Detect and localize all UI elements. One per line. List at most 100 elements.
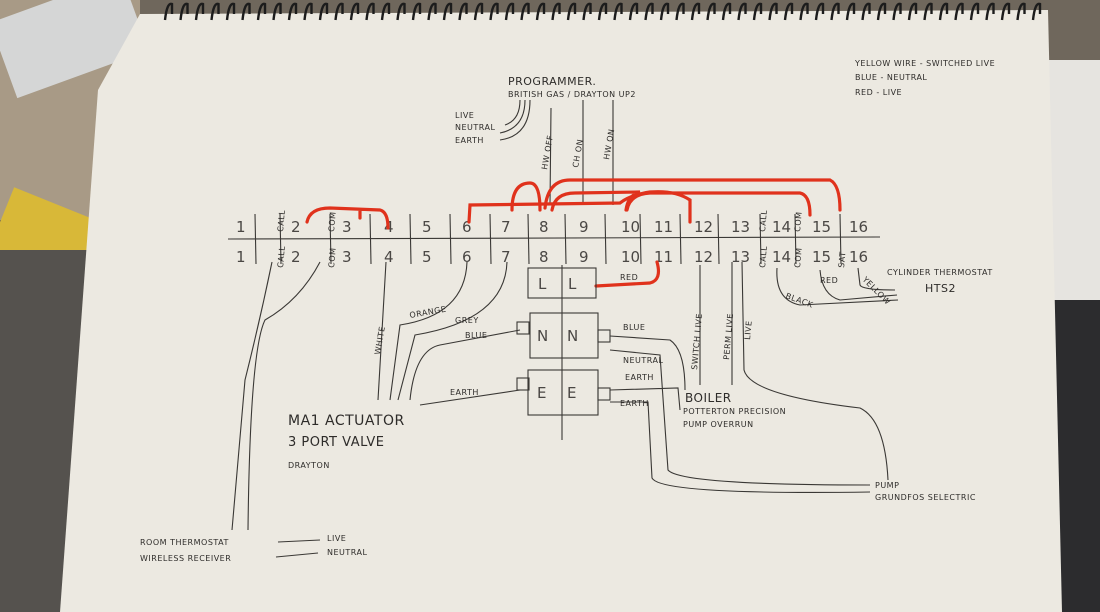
spiral-ring bbox=[241, 2, 251, 21]
spiral-ring bbox=[365, 2, 375, 21]
spiral-ring bbox=[551, 2, 561, 21]
terminal-divider bbox=[679, 213, 682, 265]
red-links bbox=[305, 178, 842, 288]
room-thermostat-dashes bbox=[275, 539, 321, 558]
spiral-ring bbox=[907, 2, 918, 21]
top-tag-t14: CALL bbox=[758, 209, 769, 232]
legend-blue: BLUE - NEUTRAL bbox=[855, 73, 927, 82]
cylinder-title: CYLINDER THERMOSTAT bbox=[887, 268, 993, 277]
terminal-bottom-4: 4 bbox=[384, 248, 394, 266]
notebook-page bbox=[60, 10, 1062, 612]
pump-title: PUMP bbox=[875, 481, 899, 490]
terminal-divider bbox=[409, 213, 412, 265]
spiral-ring bbox=[210, 2, 220, 21]
programmer-supply-wires bbox=[499, 99, 531, 141]
terminal-top-2: 2 bbox=[291, 218, 301, 236]
spiral-ring bbox=[520, 2, 530, 21]
bottom-tag-t16: SAT bbox=[837, 251, 847, 268]
legend-yellow: YELLOW WIRE - SWITCHED LIVE bbox=[854, 59, 995, 68]
spiral-ring bbox=[752, 2, 763, 21]
terminal-divider bbox=[564, 213, 567, 265]
terminal-top-13: 13 bbox=[731, 218, 750, 236]
terminal-top-9: 9 bbox=[579, 218, 589, 236]
boiler-wire-earth-2: EARTH bbox=[620, 399, 649, 408]
spiral-ring bbox=[597, 2, 608, 21]
neutral-block-left: N bbox=[537, 327, 548, 345]
terminal-bottom-5: 5 bbox=[422, 248, 432, 266]
terminal-divider bbox=[489, 213, 492, 265]
spiral-ring bbox=[814, 2, 825, 21]
terminal-divider bbox=[759, 213, 762, 265]
terminal-bottom-8: 8 bbox=[539, 248, 549, 266]
boiler-note: PUMP OVERRUN bbox=[683, 420, 754, 429]
neutral-block-right: N bbox=[567, 327, 578, 345]
boiler-pump-wires bbox=[609, 261, 889, 493]
red-link-8-16 bbox=[543, 178, 842, 212]
earth-block-left: E bbox=[537, 384, 546, 402]
cylinder-wire-red: RED bbox=[820, 276, 838, 285]
red-link-10-15 bbox=[625, 191, 812, 217]
room-thermostat-subtitle: WIRELESS RECEIVER bbox=[140, 554, 231, 563]
spiral-ring bbox=[256, 2, 267, 21]
room-thermostat-neutral: NEUTRAL bbox=[327, 548, 367, 557]
spiral-ring bbox=[721, 2, 732, 21]
spiral-ring bbox=[628, 2, 639, 21]
spiral-ring bbox=[644, 2, 654, 21]
red-link-9-10 bbox=[550, 190, 641, 212]
spiral-ring bbox=[892, 2, 902, 21]
terminal-bottom-15: 15 bbox=[812, 248, 831, 266]
spiral-ring bbox=[938, 2, 949, 21]
terminal-bottom-12: 12 bbox=[694, 248, 713, 266]
spiral-ring bbox=[427, 2, 437, 21]
terminal-bottom-7: 7 bbox=[501, 248, 511, 266]
spiral-ring bbox=[985, 2, 995, 21]
terminal-divider bbox=[254, 213, 257, 265]
spiral-binding bbox=[163, 2, 1042, 21]
terminal-divider bbox=[449, 213, 452, 265]
spiral-ring bbox=[442, 2, 453, 21]
spiral-ring bbox=[969, 2, 980, 21]
spiral-ring bbox=[830, 2, 840, 21]
spiral-ring bbox=[613, 2, 623, 21]
live-block bbox=[527, 267, 597, 299]
terminal-bottom-10: 10 bbox=[621, 248, 640, 266]
spiral-ring bbox=[845, 2, 856, 21]
terminal-divider bbox=[839, 213, 842, 265]
spiral-ring bbox=[566, 2, 577, 21]
terminal-top-5: 5 bbox=[422, 218, 432, 236]
terminal-divider bbox=[604, 213, 607, 265]
cylinder-wires bbox=[776, 267, 899, 306]
terminal-strip: 1122334455667788991010111112121313141415… bbox=[227, 209, 881, 268]
terminal-top-3: 3 bbox=[342, 218, 352, 236]
spiral-ring bbox=[783, 2, 794, 21]
spiral-ring bbox=[659, 2, 670, 21]
boiler-wire-blue: BLUE bbox=[623, 323, 645, 332]
terminal-bottom-3: 3 bbox=[342, 248, 352, 266]
spiral-ring bbox=[504, 2, 515, 21]
terminal-top-15: 15 bbox=[812, 218, 831, 236]
spiral-ring bbox=[1000, 2, 1011, 21]
live-block-left: L bbox=[538, 275, 547, 293]
connector-blocks bbox=[516, 265, 611, 440]
actuator-wire-grey: GREY bbox=[455, 316, 479, 325]
top-tag-t15: COM bbox=[793, 211, 804, 232]
boiler-model: POTTERTON PRECISION bbox=[683, 407, 786, 416]
spiral-ring bbox=[799, 2, 809, 21]
cylinder-model: HTS2 bbox=[925, 282, 956, 295]
spiral-ring bbox=[1016, 2, 1026, 21]
spiral-ring bbox=[706, 2, 716, 21]
terminal-top-7: 7 bbox=[501, 218, 511, 236]
terminal-bottom-11: 11 bbox=[654, 248, 673, 266]
terminal-bottom-6: 6 bbox=[462, 248, 472, 266]
terminal-bottom-9: 9 bbox=[579, 248, 589, 266]
programmer-neutral: NEUTRAL bbox=[455, 123, 495, 132]
spiral-ring bbox=[690, 2, 701, 21]
spiral-ring bbox=[861, 2, 871, 21]
actuator-brand: DRAYTON bbox=[288, 461, 330, 470]
terminal-bottom-16: 16 bbox=[849, 248, 868, 266]
spiral-ring bbox=[411, 2, 422, 21]
room-stat-box bbox=[0, 0, 149, 99]
bottom-tag-t3: COM bbox=[327, 247, 338, 268]
spiral-ring bbox=[1031, 2, 1042, 21]
actuator-wires bbox=[377, 261, 521, 406]
